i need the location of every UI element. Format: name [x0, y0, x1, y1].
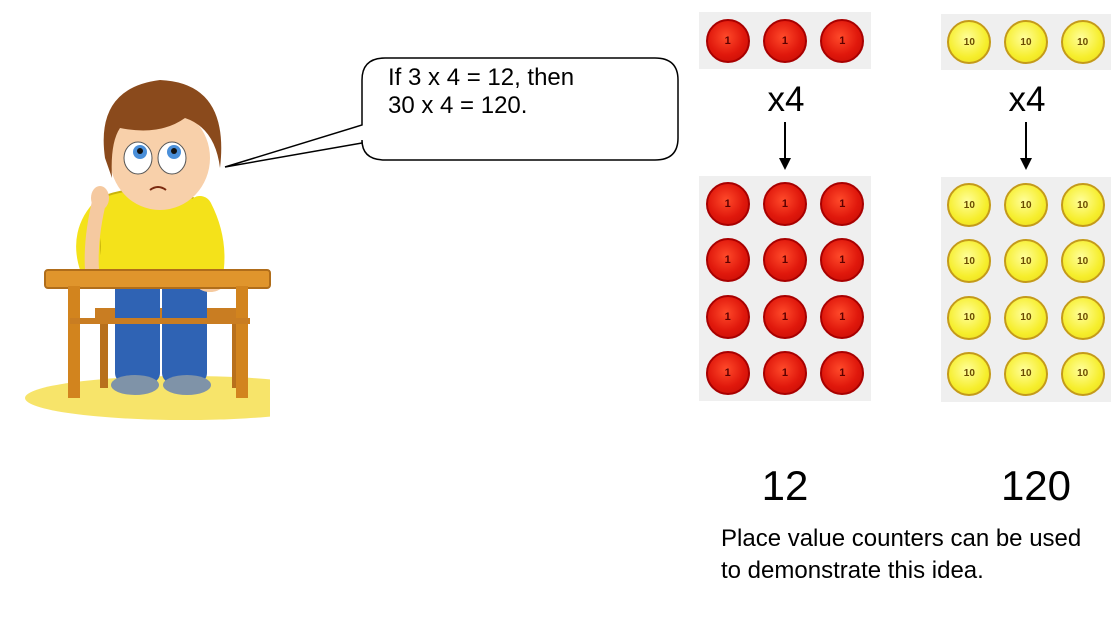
- tens-multiplier-label: x4: [977, 80, 1077, 120]
- tens-counters-top: 10 10 10: [941, 14, 1111, 70]
- tens-counter: 10: [947, 239, 991, 283]
- ones-counter: 1: [763, 295, 807, 339]
- ones-counter: 1: [820, 238, 864, 282]
- tens-result: 120: [966, 462, 1106, 510]
- tens-counter: 10: [1004, 20, 1048, 64]
- tens-counter: 10: [1004, 239, 1048, 283]
- tens-counter: 10: [947, 183, 991, 227]
- ones-counter: 1: [820, 19, 864, 63]
- tens-counter: 10: [1061, 239, 1105, 283]
- ones-down-arrow-icon: [775, 122, 795, 172]
- ones-counter: 1: [706, 19, 750, 63]
- ones-result: 12: [715, 462, 855, 510]
- tens-counter: 10: [1061, 20, 1105, 64]
- tens-counter: 10: [1004, 296, 1048, 340]
- ones-counter: 1: [820, 182, 864, 226]
- tens-counter: 10: [1004, 352, 1048, 396]
- ones-counter: 1: [820, 351, 864, 395]
- ones-counter: 1: [763, 238, 807, 282]
- ones-counter: 1: [706, 351, 750, 395]
- tens-counter: 10: [947, 20, 991, 64]
- speech-bubble-text: If 3 x 4 = 12, then 30 x 4 = 120.: [388, 64, 658, 120]
- tens-counter: 10: [947, 352, 991, 396]
- ones-counter: 1: [706, 182, 750, 226]
- ones-counter: 1: [706, 295, 750, 339]
- ones-counter: 1: [820, 295, 864, 339]
- tens-counter: 10: [1061, 296, 1105, 340]
- ones-counter: 1: [763, 19, 807, 63]
- tens-down-arrow-icon: [1016, 122, 1036, 172]
- tens-counter: 10: [1061, 352, 1105, 396]
- tens-counter: 10: [1061, 183, 1105, 227]
- tens-counters-bottom: 10 10 10 10 10 10 10 10 10 10 10 10: [941, 177, 1111, 402]
- caption: Place value counters can be used to demo…: [721, 523, 1106, 587]
- ones-counter: 1: [763, 182, 807, 226]
- tens-counter: 10: [1004, 183, 1048, 227]
- ones-counter: 1: [763, 351, 807, 395]
- ones-counter: 1: [706, 238, 750, 282]
- tens-counter: 10: [947, 296, 991, 340]
- ones-multiplier-label: x4: [736, 80, 836, 120]
